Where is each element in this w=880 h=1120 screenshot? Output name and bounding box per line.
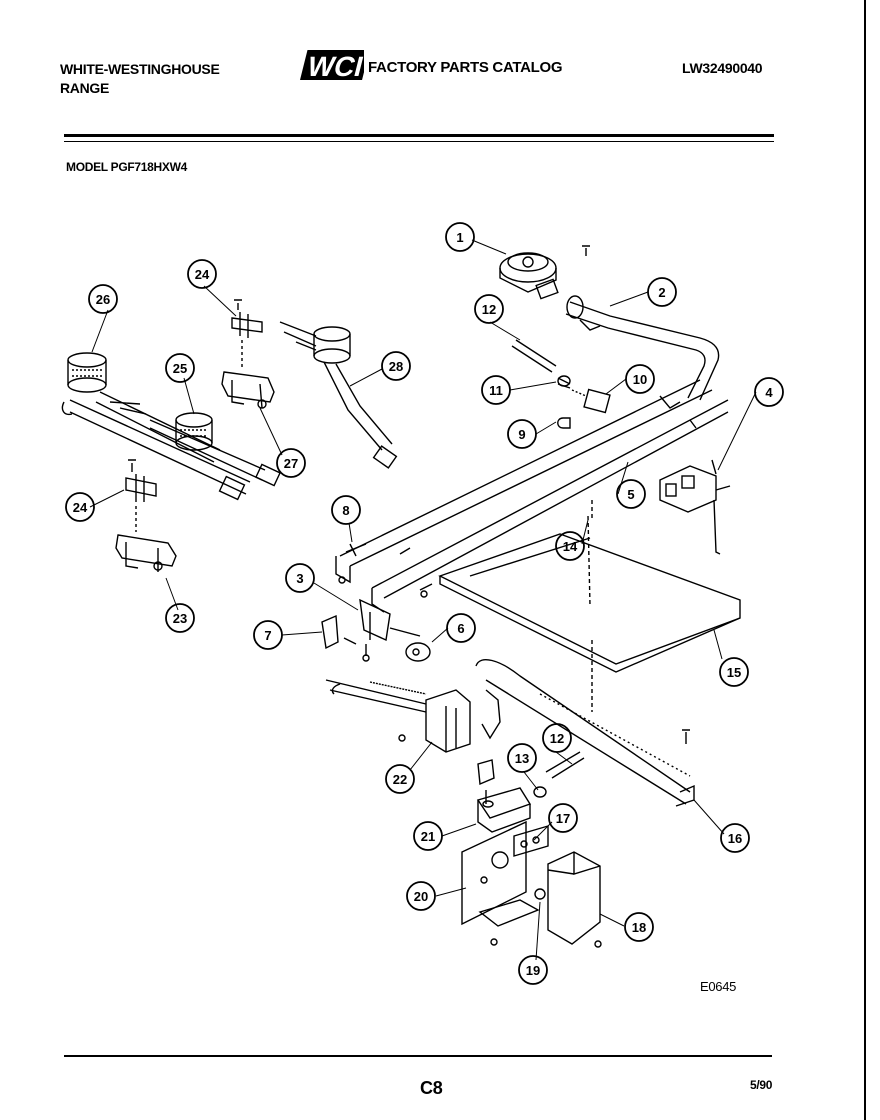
callout-12-lower: 12 <box>550 731 564 746</box>
callout-17: 17 <box>556 811 570 826</box>
orifice-parts-lower <box>477 751 585 798</box>
callout-2: 2 <box>658 285 665 300</box>
callout-9: 9 <box>518 427 525 442</box>
burner-valve-3 <box>321 543 431 662</box>
callout-markers <box>65 222 784 985</box>
callout-27: 27 <box>284 456 298 471</box>
callout-15: 15 <box>727 665 741 680</box>
burner-bracket-lower <box>115 459 177 572</box>
burner-bracket-upper <box>221 299 275 409</box>
callout-leaders <box>89 239 757 961</box>
callout-23: 23 <box>173 611 187 626</box>
header-rule-thick <box>64 134 774 137</box>
callout-26: 26 <box>96 292 110 307</box>
callout-25: 25 <box>173 361 187 376</box>
callout-14: 14 <box>563 539 578 554</box>
callout-16: 16 <box>728 831 742 846</box>
callout-11: 11 <box>489 383 503 398</box>
callout-24-lower: 24 <box>73 500 88 515</box>
orifice-parts-upper <box>511 339 611 429</box>
model-number: MODEL PGF718HXW4 <box>66 160 188 174</box>
callout-10: 10 <box>633 372 647 387</box>
cover-plate-15 <box>438 500 741 673</box>
brand-header: WHITE-WESTINGHOUSE RANGE <box>60 60 220 98</box>
igniter-module-22 <box>325 640 695 807</box>
page-number: C8 <box>420 1078 443 1098</box>
callout-3: 3 <box>296 571 303 586</box>
footer-rule <box>64 1055 772 1057</box>
ignition-switch-4 <box>659 459 731 555</box>
callout-8: 8 <box>342 503 349 518</box>
callout-20: 20 <box>414 889 428 904</box>
callout-7: 7 <box>264 628 271 643</box>
product-type: RANGE <box>60 80 110 96</box>
callout-22: 22 <box>393 772 407 787</box>
document-id: LW32490040 <box>682 60 763 76</box>
diagram-code: E0645 <box>700 979 737 994</box>
logo-lettering: WCI <box>304 51 364 82</box>
callout-28: 28 <box>389 359 403 374</box>
pressure-regulator-1 <box>499 252 559 300</box>
callout-numbers: 1 2 3 4 5 6 7 8 9 10 11 12 12 13 14 15 1… <box>73 230 774 978</box>
callout-24-upper: 24 <box>195 267 210 282</box>
gas-manifold-2 <box>565 245 720 401</box>
spark-module-assembly <box>461 787 602 948</box>
callout-12-upper: 12 <box>482 302 496 317</box>
callout-6: 6 <box>457 621 464 636</box>
revision-date: 5/90 <box>750 1078 773 1092</box>
catalog-title: FACTORY PARTS CATALOG <box>368 59 563 76</box>
callout-5: 5 <box>627 487 634 502</box>
callout-13: 13 <box>515 751 529 766</box>
callout-18: 18 <box>632 920 646 935</box>
page-edge-line <box>864 0 866 1120</box>
callout-19: 19 <box>526 963 540 978</box>
wci-logo: WCI <box>300 50 364 82</box>
callout-1: 1 <box>456 230 463 245</box>
callout-4: 4 <box>765 385 773 400</box>
burner-28-assembly <box>279 321 398 469</box>
callout-21: 21 <box>421 829 435 844</box>
header-rule-thin <box>64 141 774 142</box>
brand-name: WHITE-WESTINGHOUSE <box>60 61 220 77</box>
